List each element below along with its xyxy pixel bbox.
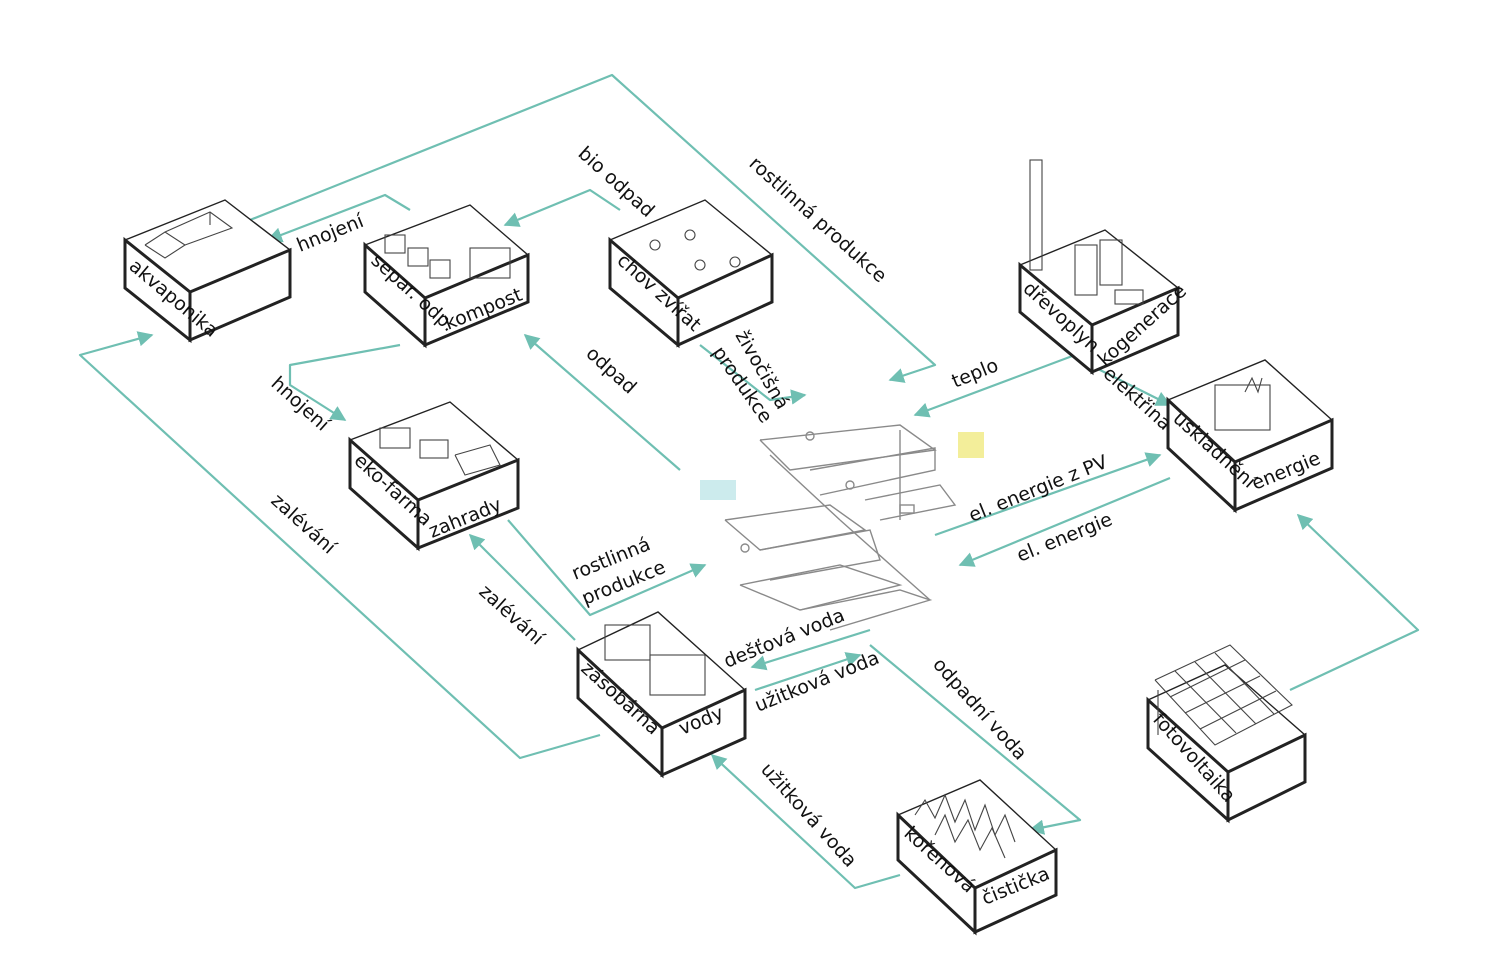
box-separ-kompost bbox=[363, 204, 530, 349]
box-eko-farma-zahrady bbox=[348, 401, 520, 552]
box-drevoplyn-kogenerace bbox=[1018, 159, 1180, 376]
flow-lines bbox=[78, 73, 1420, 890]
label-hnojeni-left: hnojení bbox=[267, 372, 334, 436]
flow-zalevani-inner bbox=[468, 533, 576, 641]
label-bio-odpad: bio odpad bbox=[574, 142, 659, 222]
label-destova-voda: dešťová voda bbox=[721, 604, 848, 672]
flow-uzitkova-voda-center bbox=[754, 652, 862, 692]
flow-elektrina bbox=[1089, 364, 1172, 406]
flow-odpadni-voda bbox=[869, 644, 1082, 835]
label-uzitkova-voda-bottom: užitková voda bbox=[756, 759, 861, 872]
box-fotovoltaika bbox=[1146, 644, 1307, 824]
flow-zivocisna-produkce bbox=[699, 344, 807, 405]
box-chov-zvirat bbox=[608, 199, 774, 349]
label-zalevani-outer: zalévání bbox=[267, 489, 341, 559]
flow-el-energie bbox=[958, 476, 1171, 567]
label-odpad: odpad bbox=[582, 342, 641, 398]
flow-rostlinna-produkce bbox=[507, 519, 707, 617]
flow-teplo bbox=[913, 353, 1076, 418]
flow-destova-voda bbox=[750, 628, 871, 671]
flow-odpad bbox=[523, 333, 681, 471]
label-odpadni-voda: odpadní voda bbox=[928, 654, 1031, 765]
cyan-accent bbox=[700, 480, 736, 500]
box-uskladneni-energie bbox=[1166, 359, 1334, 514]
label-elektrina: elektřina bbox=[1099, 362, 1176, 434]
yellow-accent bbox=[958, 432, 984, 458]
central-urban-block bbox=[700, 424, 984, 631]
flow-rostlinna-produkce-top bbox=[249, 73, 937, 383]
flow-zalevani-outer bbox=[78, 331, 601, 760]
flow-hnojeni-top bbox=[266, 193, 411, 243]
box-korenova-cisticka bbox=[896, 779, 1058, 936]
flow-hnojeni-left bbox=[288, 343, 401, 421]
label-uzitkova-voda-center: užitková voda bbox=[752, 647, 883, 717]
flow-uzitkova-voda-bottom bbox=[710, 753, 901, 890]
flow-el-energie-pv bbox=[934, 452, 1162, 537]
flow-bio-odpad bbox=[503, 188, 621, 227]
box-zasobarna-vody bbox=[576, 611, 747, 779]
label-teplo: teplo bbox=[949, 354, 1002, 392]
flow-fotovoltaika bbox=[1289, 513, 1420, 691]
box-akvaponika bbox=[123, 199, 292, 344]
label-zalevani-inner: zalévání bbox=[475, 580, 549, 650]
